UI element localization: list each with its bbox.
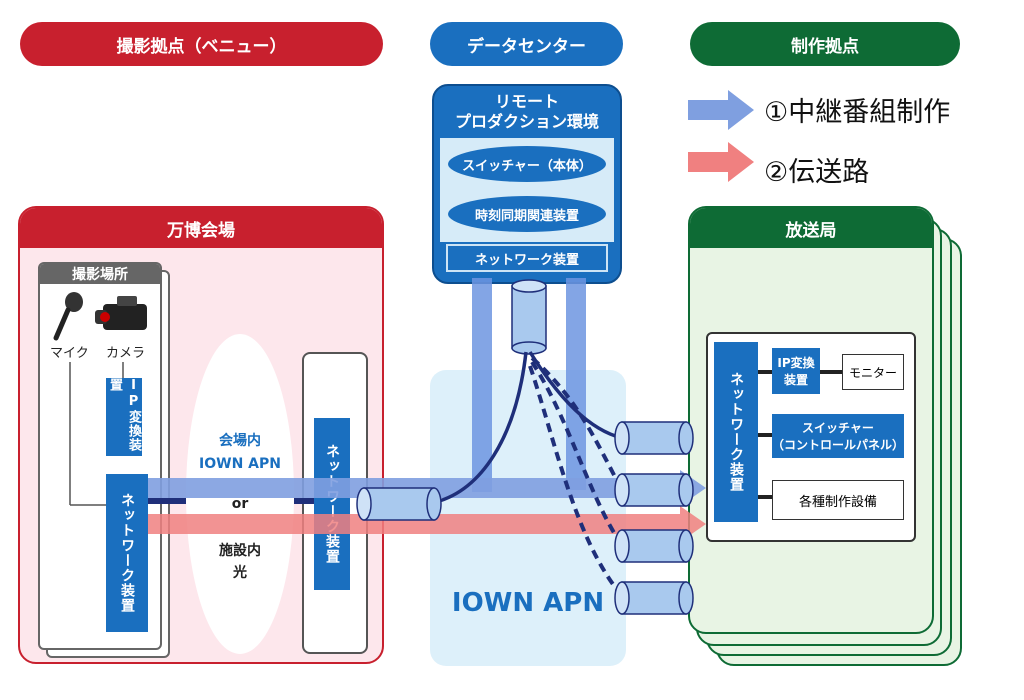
time-sync-device: 時刻同期関連装置 [448, 196, 606, 232]
header-datacenter: データセンター [430, 22, 623, 66]
broadcast-tube-1 [614, 421, 694, 455]
remote-title-line1: リモート [494, 92, 559, 111]
remote-production-title: リモート プロダクション環境 [432, 92, 622, 132]
iown-apn-label: IOWN APN [451, 588, 605, 618]
network-device-broadcast: ネットワーク装置 [714, 342, 758, 522]
datacenter-tube [511, 285, 547, 349]
network-device-datacenter: ネットワーク装置 [446, 244, 608, 272]
facility-label-2: 光 [233, 565, 247, 581]
remote-title-line2: プロダクション環境 [454, 112, 599, 131]
header-production: 制作拠点 [690, 22, 960, 66]
or-label: or [231, 496, 249, 512]
production-facilities-box: 各種制作設備 [772, 480, 904, 520]
switcher-cp-line1: スイッチャー [802, 421, 874, 435]
broadcast-tube-2 [614, 473, 694, 507]
in-venue-label-2: IOWN APN [199, 456, 281, 472]
legend-relay-label: ①中継番組制作 [764, 97, 951, 128]
legend-relay-arrow [688, 90, 754, 130]
broadcast-tube-3 [614, 529, 694, 563]
monitor-box: モニター [842, 354, 904, 390]
shooting-place-title: 撮影場所 [40, 264, 160, 284]
legend-transmission-label: ②伝送路 [764, 157, 870, 188]
ip-converter-broadcast: IP変換装置 [772, 348, 820, 394]
switcher-main: スイッチャー（本体） [448, 146, 606, 182]
facility-label-1: 施設内 [219, 543, 261, 559]
camera-label: カメラ [106, 346, 146, 361]
broadcast-title: 放送局 [690, 208, 932, 248]
broadcast-tube-4 [614, 581, 694, 615]
expo-title: 万博会場 [20, 208, 382, 248]
ip-converter-venue: IP変換装置 [106, 378, 142, 456]
network-device-venue-right: ネットワーク装置 [314, 418, 350, 590]
mic-label: マイク [50, 346, 89, 361]
network-device-venue-left: ネットワーク装置 [106, 474, 148, 632]
camera-icon [95, 296, 147, 330]
microphone-icon [53, 292, 83, 341]
header-venue: 撮影拠点（ベニュー） [20, 22, 383, 66]
switcher-control-panel: スイッチャー （コントロールパネル） [772, 414, 904, 458]
in-venue-label-1: 会場内 [219, 433, 261, 449]
iown-apn-area [430, 370, 626, 666]
switcher-cp-line2: （コントロールパネル） [772, 438, 905, 452]
link-options-ellipse [186, 334, 294, 654]
legend-arrows [688, 90, 754, 182]
legend-transmission-arrow [688, 142, 754, 182]
